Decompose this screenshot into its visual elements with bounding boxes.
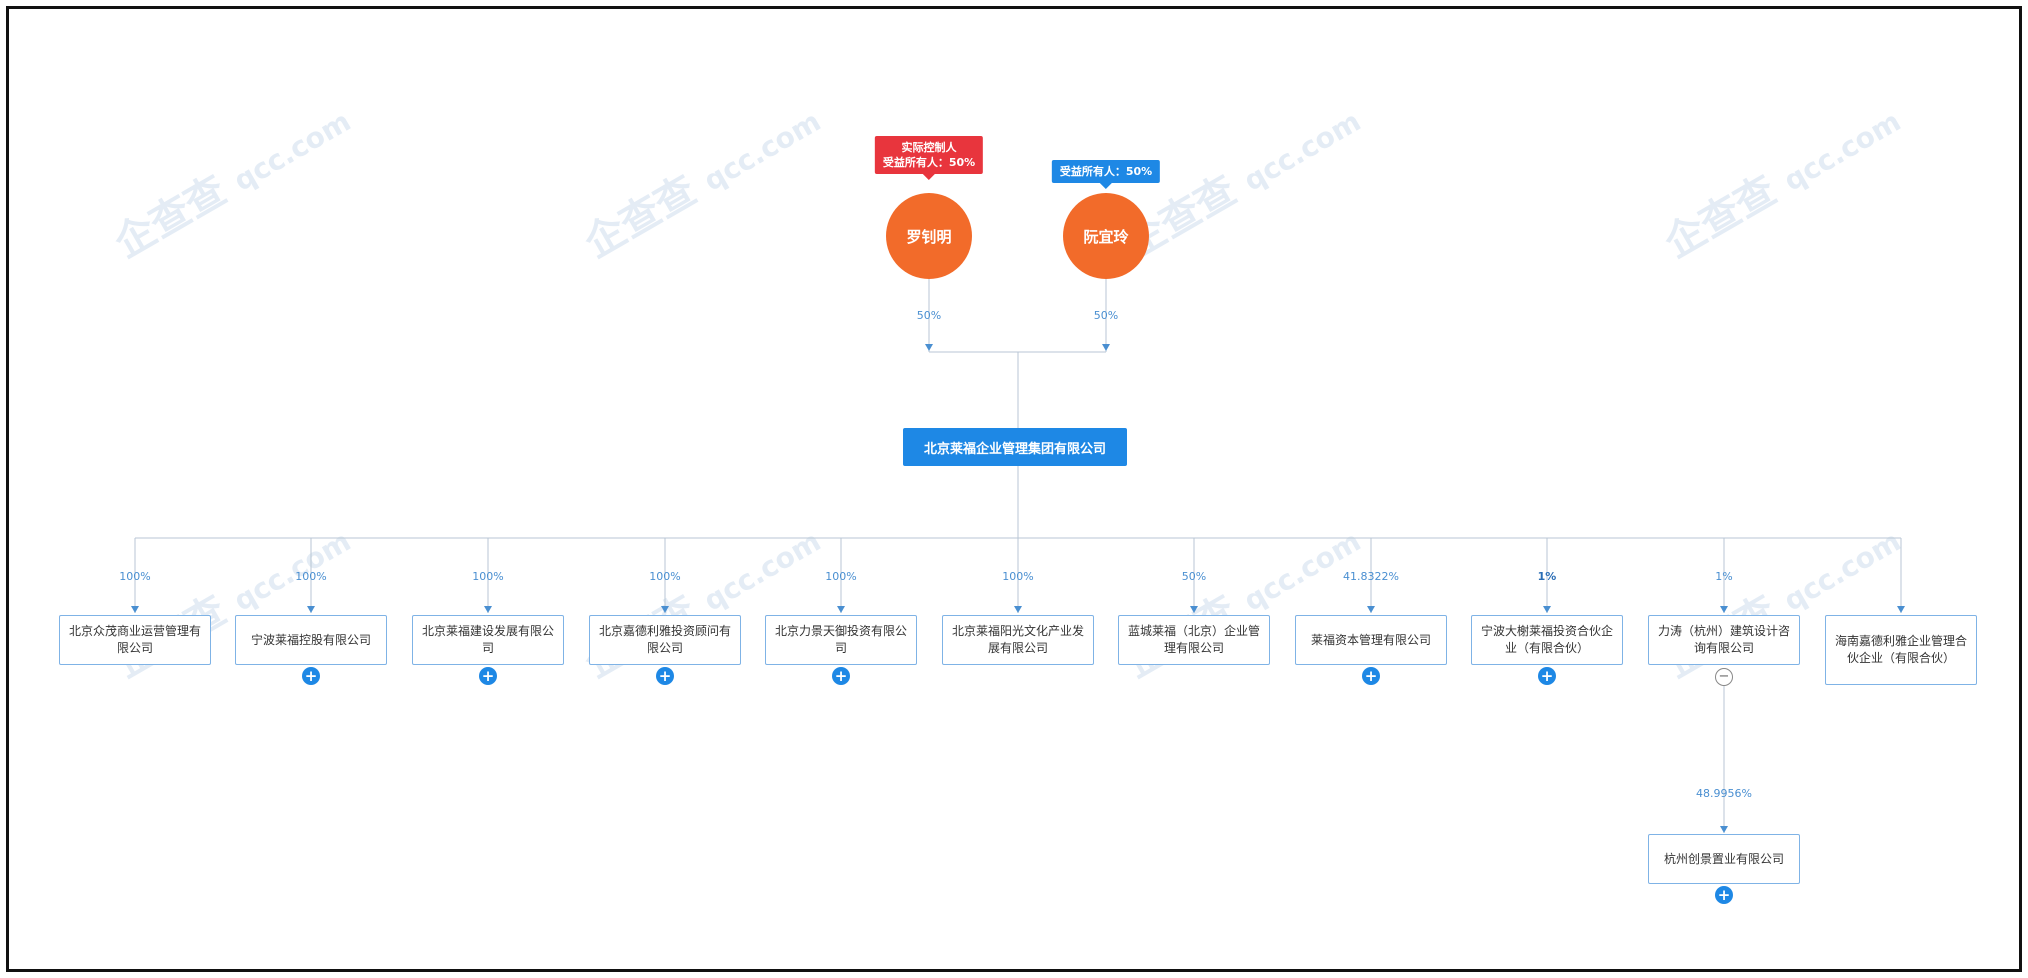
subsidiary-node[interactable]: 北京嘉德利雅投资顾问有限公司 <box>589 615 741 665</box>
share-label: 100% <box>472 570 504 583</box>
share-label: 50% <box>916 309 942 322</box>
controller-tag: 实际控制人受益所有人：50% <box>874 136 984 180</box>
subsidiary-node[interactable]: 莱福资本管理有限公司 <box>1295 615 1447 665</box>
subsidiary-node[interactable]: 力涛（杭州）建筑设计咨询有限公司 <box>1648 615 1800 665</box>
expand-button[interactable]: + <box>1715 886 1733 904</box>
share-label: 100% <box>1002 570 1034 583</box>
subsidiary-node[interactable]: 宁波大榭莱福投资合伙企业（有限合伙） <box>1471 615 1623 665</box>
share-label: 100% <box>295 570 327 583</box>
share-label: 100% <box>825 570 857 583</box>
share-label: 48.9956% <box>1696 787 1752 800</box>
expand-button[interactable]: + <box>832 667 850 685</box>
parent-company-node[interactable]: 北京莱福企业管理集团有限公司 <box>903 428 1127 466</box>
share-label: 1% <box>1715 570 1733 583</box>
subsidiary-node[interactable]: 北京莱福阳光文化产业发展有限公司 <box>942 615 1094 665</box>
subsidiary-node[interactable]: 北京莱福建设发展有限公司 <box>412 615 564 665</box>
expand-button[interactable]: + <box>1538 667 1556 685</box>
share-label: 100% <box>119 570 151 583</box>
subsidiary-node[interactable]: 蓝城莱福（北京）企业管理有限公司 <box>1118 615 1270 665</box>
person-node[interactable]: 罗钊明 <box>886 193 972 279</box>
expand-button[interactable]: + <box>302 667 320 685</box>
diagram-canvas: 企查查 qcc.com 企查查 qcc.com 企查查 qcc.com 企查查 … <box>6 6 2022 972</box>
share-label: 50% <box>1181 570 1207 583</box>
share-label: 100% <box>649 570 681 583</box>
collapse-button[interactable]: − <box>1715 668 1733 686</box>
share-label: 1% <box>1537 570 1557 583</box>
expand-button[interactable]: + <box>1362 667 1380 685</box>
grandchild-node[interactable]: 杭州创景置业有限公司 <box>1648 834 1800 884</box>
share-label: 50% <box>1093 309 1119 322</box>
expand-button[interactable]: + <box>656 667 674 685</box>
subsidiary-node[interactable]: 北京众茂商业运营管理有限公司 <box>59 615 211 665</box>
expand-button[interactable]: + <box>479 667 497 685</box>
subsidiary-node[interactable]: 宁波莱福控股有限公司 <box>235 615 387 665</box>
subsidiary-node[interactable]: 海南嘉德利雅企业管理合伙企业（有限合伙） <box>1825 615 1977 685</box>
share-label: 41.8322% <box>1343 570 1399 583</box>
person-node[interactable]: 阮宜玲 <box>1063 193 1149 279</box>
beneficiary-tag: 受益所有人：50% <box>1051 160 1161 189</box>
subsidiary-node[interactable]: 北京力景天御投资有限公司 <box>765 615 917 665</box>
